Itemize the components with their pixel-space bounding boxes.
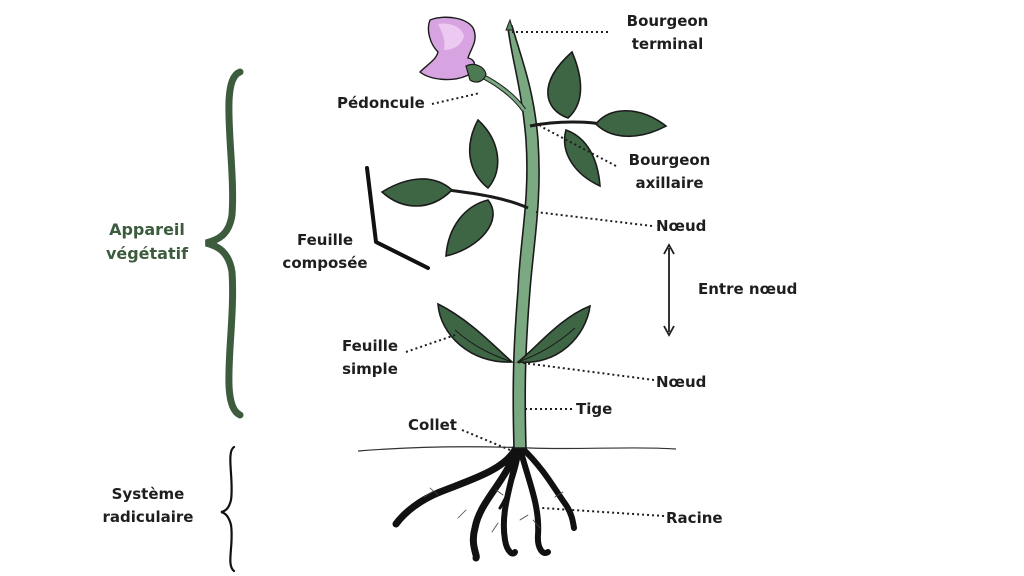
label-systeme-radiculaire: Système radiculaire	[102, 485, 194, 526]
appareil-vegetatif-brace	[205, 68, 244, 419]
ground-line	[357, 446, 677, 452]
leaf	[517, 327, 576, 363]
vertical-double-arrow-icon	[663, 243, 675, 337]
systeme-radiculaire-brace	[220, 445, 236, 573]
leader-noeud-top	[535, 211, 653, 227]
label-bourgeon-terminal: Bourgeon terminal	[626, 12, 709, 53]
leader-pedoncule	[431, 92, 481, 105]
label-bourgeon-axillaire: Bourgeon axillaire	[628, 151, 711, 192]
label-appareil-vegetatif: Appareil végétatif	[105, 220, 189, 263]
leader-lines	[405, 31, 665, 517]
label-noeud-bottom: Nœud	[656, 373, 707, 391]
leaf	[563, 128, 601, 188]
leaf	[380, 178, 454, 207]
flower	[418, 16, 487, 83]
leaf	[515, 304, 591, 364]
leaf	[594, 109, 668, 137]
leaf	[437, 302, 514, 363]
leader-racine	[541, 507, 665, 517]
feuille-composee-bracket	[365, 166, 430, 270]
leader-feuille-simple	[405, 333, 459, 353]
label-racine: Racine	[666, 509, 723, 527]
label-feuille-simple: Feuille simple	[341, 337, 399, 378]
leaf	[454, 329, 513, 363]
roots	[392, 444, 577, 562]
label-noeud-top: Nœud	[656, 217, 707, 235]
leaf	[468, 118, 499, 190]
stem	[507, 24, 540, 449]
leader-collet	[461, 429, 511, 451]
terminal-bud	[505, 18, 514, 31]
label-pedoncule: Pédoncule	[337, 94, 425, 112]
label-tige: Tige	[576, 400, 613, 418]
label-entre-noeud: Entre nœud	[698, 280, 798, 298]
label-collet: Collet	[408, 416, 457, 434]
leaves	[380, 50, 668, 364]
leaf	[445, 199, 494, 258]
leader-bourgeon-axillaire	[539, 125, 617, 167]
leader-noeud-bottom	[515, 361, 655, 381]
leaf	[547, 50, 582, 119]
label-feuille-composee: Feuille composée	[282, 231, 368, 272]
